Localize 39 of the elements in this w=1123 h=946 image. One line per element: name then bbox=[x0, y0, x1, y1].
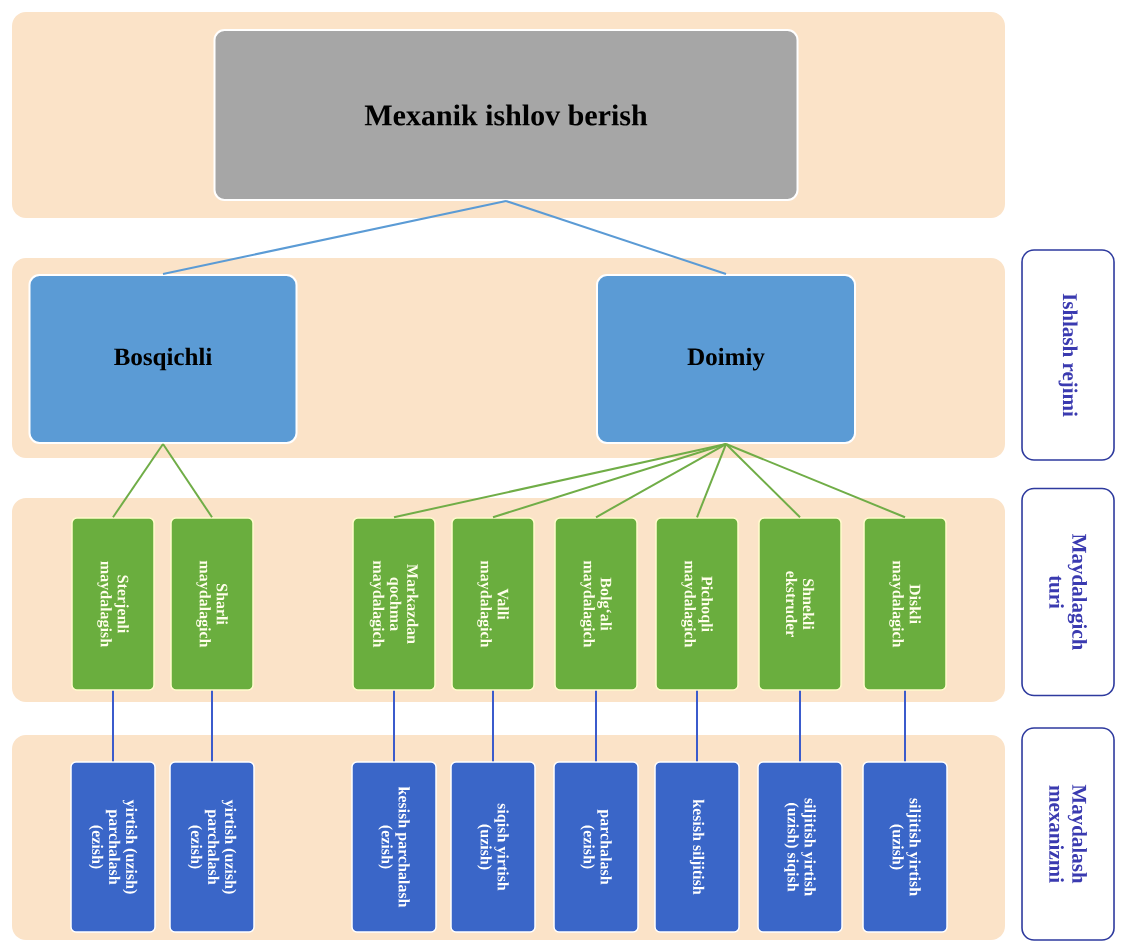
mechanism-box: yirtish (uzish) parchalash (ezish) bbox=[169, 761, 255, 933]
type-box: Bolg‘ali maydalagich bbox=[554, 517, 638, 691]
connector-line bbox=[595, 689, 597, 763]
connector-line bbox=[211, 689, 213, 763]
type-box: Valli maydalagich bbox=[451, 517, 535, 691]
type-box: Markazdan qochma maydalagich bbox=[352, 517, 436, 691]
connector-line bbox=[799, 689, 801, 763]
type-box: Shnekli ekstruder bbox=[758, 517, 842, 691]
connector-line bbox=[492, 689, 494, 763]
mode-box: Doimiy bbox=[596, 274, 856, 444]
connector-line bbox=[162, 200, 507, 275]
mechanism-box: siljitish yirtish (uzish) siqish bbox=[757, 761, 843, 933]
mode-box: Bosqichli bbox=[28, 274, 298, 444]
mechanism-box: siqish yirtish (uzish) bbox=[450, 761, 536, 933]
type-box: Diskli maydalagich bbox=[863, 517, 947, 691]
connector-line bbox=[725, 443, 801, 519]
connector-line bbox=[696, 689, 698, 763]
connector-line bbox=[595, 443, 727, 519]
row-label-box: Maydalash mexanizmi bbox=[1021, 727, 1115, 941]
mechanism-box: parchalash (ezish) bbox=[553, 761, 639, 933]
row-label-box: Maydalagich turi bbox=[1021, 487, 1115, 697]
type-box: Pichoqli maydalagich bbox=[655, 517, 739, 691]
mechanism-box: siljitish yirtish (uzish) bbox=[862, 761, 948, 933]
connector-line bbox=[904, 689, 906, 763]
type-box: Sharli maydalagich bbox=[170, 517, 254, 691]
mechanism-box: kesish parchalash (ezish) bbox=[351, 761, 437, 933]
connector-line bbox=[112, 443, 164, 519]
connector-line bbox=[725, 443, 906, 519]
connector-line bbox=[393, 689, 395, 763]
connector-line bbox=[162, 443, 213, 519]
connector-line bbox=[492, 443, 727, 519]
type-box: Sterjenli maydalagish bbox=[71, 517, 155, 691]
mechanism-box: kesish siljitish bbox=[654, 761, 740, 933]
mechanism-box: yirtish (uzish) parchalash (ezish) bbox=[70, 761, 156, 933]
title-box: Mexanik ishlov berish bbox=[213, 29, 799, 201]
connector-line bbox=[112, 689, 114, 763]
row-label-box: Ishlash rejimi bbox=[1021, 249, 1115, 461]
connector-line bbox=[696, 443, 727, 519]
connector-line bbox=[505, 200, 727, 275]
